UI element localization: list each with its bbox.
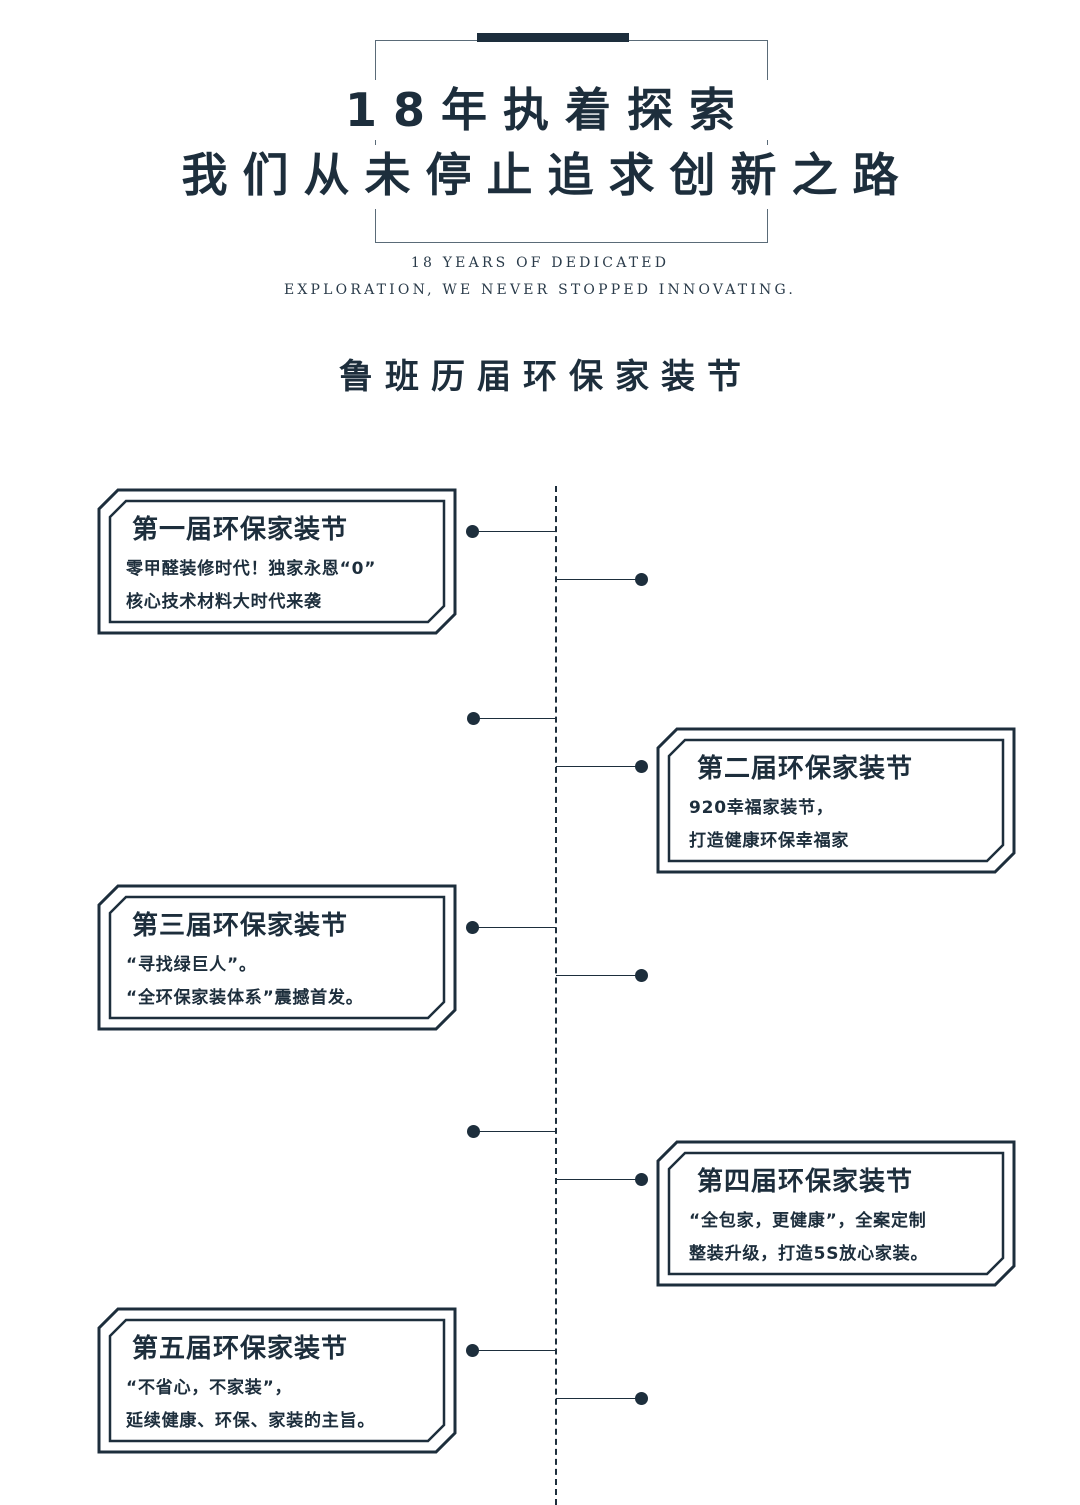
card-outer-border <box>656 727 1016 874</box>
card-frame <box>656 727 1016 874</box>
festival-card-line: 整装升级，打造5S放心家装。 <box>689 1244 929 1264</box>
timeline-branch <box>473 718 556 719</box>
card-outer-border <box>97 1307 457 1454</box>
card-frame <box>97 1307 457 1454</box>
timeline-branch <box>556 975 641 976</box>
festival-card-description: 零甲醛装修时代！独家永恩“0” 核心技术材料大时代来袭 <box>126 553 376 619</box>
festival-card-line: 核心技术材料大时代来袭 <box>126 592 322 612</box>
timeline-branch <box>473 1131 556 1132</box>
page-title-line-1: 18年执着探索 <box>344 83 751 137</box>
section-subtitle: 鲁班历届环保家装节 <box>339 357 753 397</box>
festival-card-description: “全包家，更健康”，全案定制整装升级，打造5S放心家装。 <box>689 1205 928 1271</box>
timeline-branch <box>472 1350 556 1351</box>
festival-card: 第五届环保家装节 “不省心，不家装”， 延续健康、环保、家装的主旨。 <box>97 1307 457 1454</box>
festival-card-title: 第四届环保家装节 <box>697 1167 914 1197</box>
english-tagline-1: 18 YEARS OF DEDICATED <box>410 255 670 271</box>
title-mask <box>360 80 780 140</box>
festival-card: 第三届环保家装节 “寻找绿巨人”。 “全环保家装体系”震撼首发。 <box>97 884 457 1031</box>
festival-card-title: 第一届环保家装节 <box>132 515 349 545</box>
timeline-spine <box>555 486 557 1505</box>
card-inner-border <box>108 895 446 1020</box>
card-inner-border <box>667 738 1005 863</box>
festival-card-title: 第五届环保家装节 <box>132 1334 349 1364</box>
timeline-dot <box>635 573 648 586</box>
timeline-branch <box>556 1398 641 1399</box>
timeline-branch <box>472 531 556 532</box>
festival-card-description: “寻找绿巨人”。 “全环保家装体系”震撼首发。 <box>126 949 364 1015</box>
timeline-dot <box>635 760 648 773</box>
festival-card-line: 零甲醛装修时代！独家永恩“0” <box>126 559 377 579</box>
timeline-dot <box>466 921 479 934</box>
festival-card: 第一届环保家装节零甲醛装修时代！独家永恩“0” 核心技术材料大时代来袭 <box>97 488 457 635</box>
title-mask <box>165 145 945 209</box>
timeline-dot <box>635 969 648 982</box>
festival-card-line: “寻找绿巨人”。 <box>126 955 257 975</box>
festival-card-line: “不省心，不家装”， <box>126 1378 293 1398</box>
festival-card-title: 第三届环保家装节 <box>132 911 349 941</box>
timeline-dot <box>466 525 479 538</box>
card-outer-border <box>97 884 457 1031</box>
card-inner-border <box>108 499 446 624</box>
timeline-dot <box>635 1173 648 1186</box>
festival-card: 第二届环保家装节 920幸福家装节， 打造健康环保幸福家 <box>656 727 1016 874</box>
timeline-dot <box>467 712 480 725</box>
festival-card-title: 第二届环保家装节 <box>697 754 914 784</box>
timeline-branch <box>556 1179 641 1180</box>
card-outer-border <box>97 488 457 635</box>
title-accent-bar <box>477 33 629 42</box>
festival-card-line: “全环保家装体系”震撼首发。 <box>126 988 364 1008</box>
timeline-dot <box>635 1392 648 1405</box>
card-frame <box>97 488 457 635</box>
festival-card-line: 延续健康、环保、家装的主旨。 <box>126 1411 376 1431</box>
festival-card-description: 920幸福家装节， 打造健康环保幸福家 <box>689 792 849 858</box>
title-frame <box>375 40 768 243</box>
card-frame <box>656 1140 1016 1287</box>
timeline-branch <box>472 927 556 928</box>
english-tagline-2: EXPLORATION, WE NEVER STOPPED INNOVATING… <box>283 282 797 298</box>
festival-card-line: 920幸福家装节， <box>689 798 834 818</box>
festival-card-line: 打造健康环保幸福家 <box>689 831 850 851</box>
page-title-line-2: 我们从未停止追求创新之路 <box>181 148 914 202</box>
festival-card-line: “全包家，更健康”，全案定制 <box>689 1211 927 1231</box>
card-frame <box>97 884 457 1031</box>
timeline-branch <box>556 579 641 580</box>
timeline-dot <box>466 1344 479 1357</box>
card-inner-border <box>108 1318 446 1443</box>
card-inner-border <box>667 1151 1005 1276</box>
timeline-branch <box>556 766 641 767</box>
festival-card: 第四届环保家装节 “全包家，更健康”，全案定制整装升级，打造5S放心家装。 <box>656 1140 1016 1287</box>
festival-card-description: “不省心，不家装”， 延续健康、环保、家装的主旨。 <box>126 1372 375 1438</box>
timeline-dot <box>467 1125 480 1138</box>
card-outer-border <box>656 1140 1016 1287</box>
